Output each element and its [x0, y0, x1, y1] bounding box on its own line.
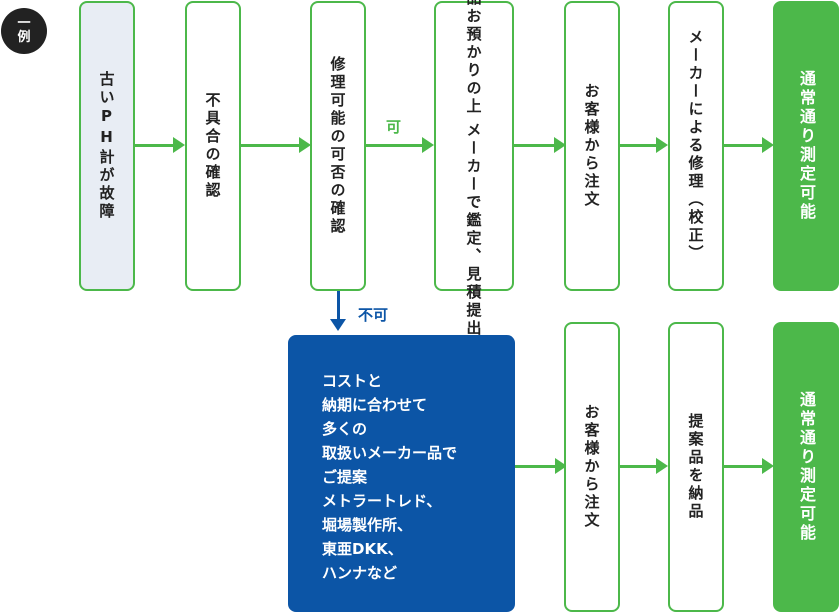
step-maker-estimate: メーカーで鑑定、見積提出 修理品お預かりの上 — [434, 0, 514, 338]
branch-customer-order: お客様から注文 — [564, 322, 620, 612]
branch-deliver-proposal-text: 提案品を納品 — [686, 413, 705, 521]
result-normal-measurement-text: 通常通り測定可能 — [797, 70, 816, 222]
step-repairability-check: 修理可能の可否の確認 — [310, 1, 366, 291]
label-yes: 可 — [386, 118, 402, 136]
result-normal-measurement: 通常通り測定可能 — [773, 1, 839, 291]
branch-result-normal-measurement: 通常通り測定可能 — [773, 322, 839, 612]
alternative-proposal-box: コストと 納期に合わせて 多くの 取扱いメーカー品で ご提案 メトラートレド、 … — [288, 335, 515, 612]
arrow-yes — [366, 137, 434, 153]
branch-deliver-proposal: 提案品を納品 — [668, 322, 724, 612]
arrow-4 — [514, 137, 566, 153]
step-defect-check: 不具合の確認 — [185, 1, 241, 291]
alt-line-6: メトラートレド、 — [322, 492, 442, 510]
step-defect-check-text: 不具合の確認 — [203, 92, 222, 200]
arrow-b1 — [515, 458, 567, 474]
arrow-b3 — [724, 458, 774, 474]
alt-line-9: ハンナなど — [322, 564, 398, 582]
step-maker-estimate-line2: 修理品お預かりの上 — [464, 0, 483, 116]
label-no: 不可 — [358, 306, 389, 324]
alt-line-1: コストと — [322, 372, 383, 390]
branch-customer-order-text: お客様から注文 — [582, 404, 601, 530]
branch-result-normal-measurement-text: 通常通り測定可能 — [797, 391, 816, 543]
arrow-5 — [620, 137, 668, 153]
alt-line-7: 堀場製作所、 — [322, 516, 413, 534]
alt-line-3: 多くの — [322, 420, 368, 438]
alt-line-2: 納期に合わせて — [322, 396, 428, 414]
arrow-b2 — [620, 458, 668, 474]
step-ph-meter-broken: 古いPH計が故障 — [79, 1, 135, 291]
step-customer-order: お客様から注文 — [564, 1, 620, 291]
step-repairability-check-text: 修理可能の可否の確認 — [328, 56, 347, 236]
arrow-6 — [724, 137, 774, 153]
step-maker-estimate-line1: メーカーで鑑定、見積提出 — [464, 122, 483, 338]
step-customer-order-text: お客様から注文 — [582, 83, 601, 209]
step-maker-repair-text: メーカーによる修理（校正） — [686, 29, 705, 263]
arrow-1 — [135, 137, 185, 153]
alt-line-4: 取扱いメーカー品で — [322, 444, 458, 462]
arrow-no — [330, 291, 346, 331]
arrow-2 — [241, 137, 311, 153]
example-badge: 一 例 — [1, 8, 47, 54]
badge-line-2: 例 — [17, 30, 31, 45]
badge-line-1: 一 — [17, 16, 31, 32]
alt-line-5: ご提案 — [322, 468, 368, 486]
step-maker-estimate-text: メーカーで鑑定、見積提出 修理品お預かりの上 — [464, 0, 485, 338]
step-maker-repair: メーカーによる修理（校正） — [668, 1, 724, 291]
step-ph-meter-broken-text: 古いPH計が故障 — [97, 71, 116, 221]
alt-line-8: 東亜DKK、 — [322, 540, 403, 558]
